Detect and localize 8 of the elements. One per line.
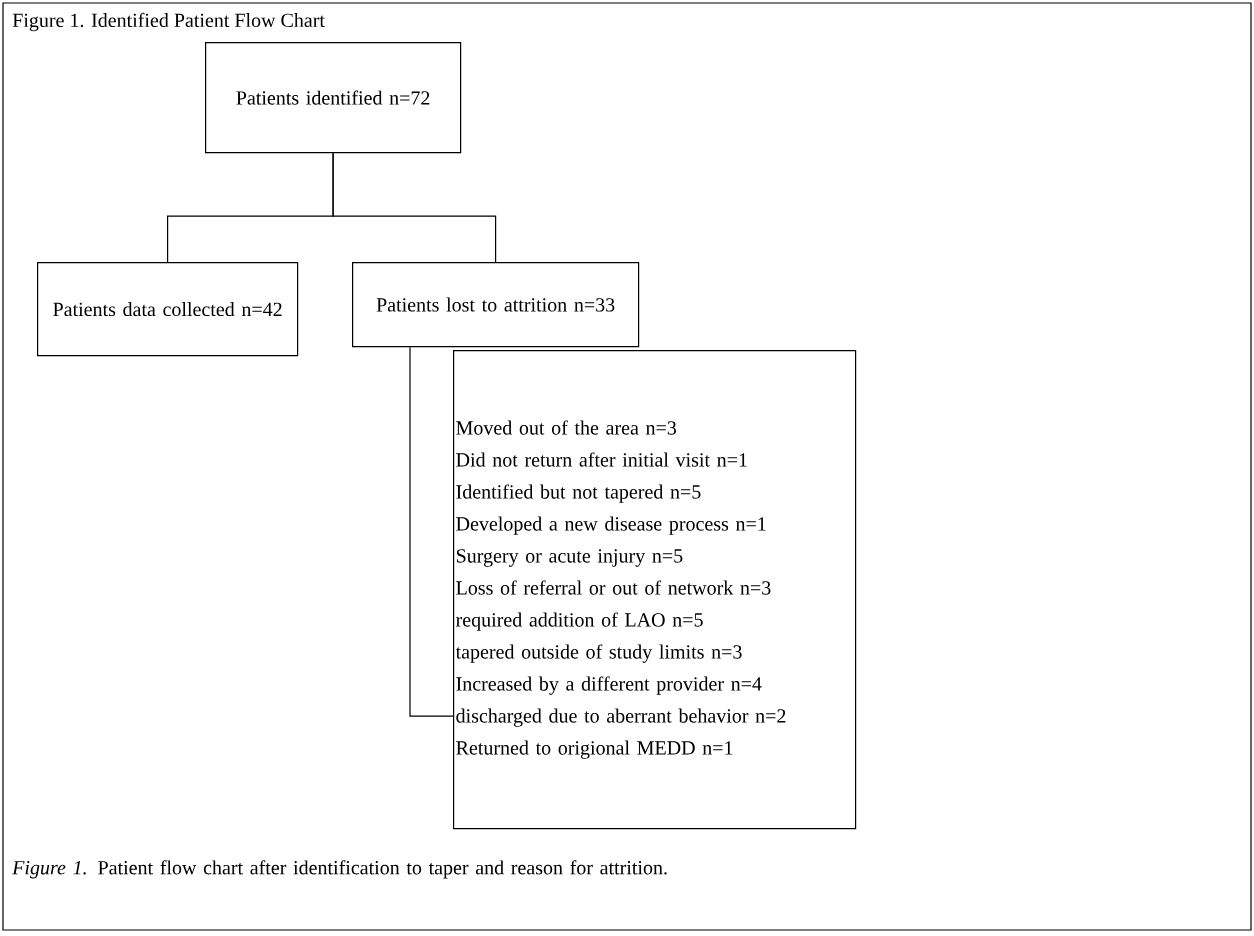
connector-line xyxy=(409,346,454,717)
connector-line xyxy=(332,152,497,263)
process-box: Patients data collected n=42 xyxy=(37,261,299,357)
reasons-box: Moved out of the area n=3 Did not return after initial visit n=1 Identified but not tapered n=5 Developed a new disease process n=1 Surgery or acute injury n=5 Loss of referral or out of network n=3 required addition of LAO n=5 tapered outside of study limits n=3 Increased by a different provider n=4 discharged due to aberrant behavior n=2 Returned to origional MEDD n=1 xyxy=(453,350,857,830)
process-box: Patients identified n=72 xyxy=(205,42,462,154)
figure-title: Figure 1. Identified Patient Flow Chart xyxy=(12,12,325,32)
figure-caption: Figure 1. Patient flow chart after identification to taper and reason for attrition. xyxy=(12,860,667,879)
process-box: Patients lost to attrition n=33 xyxy=(352,261,640,348)
